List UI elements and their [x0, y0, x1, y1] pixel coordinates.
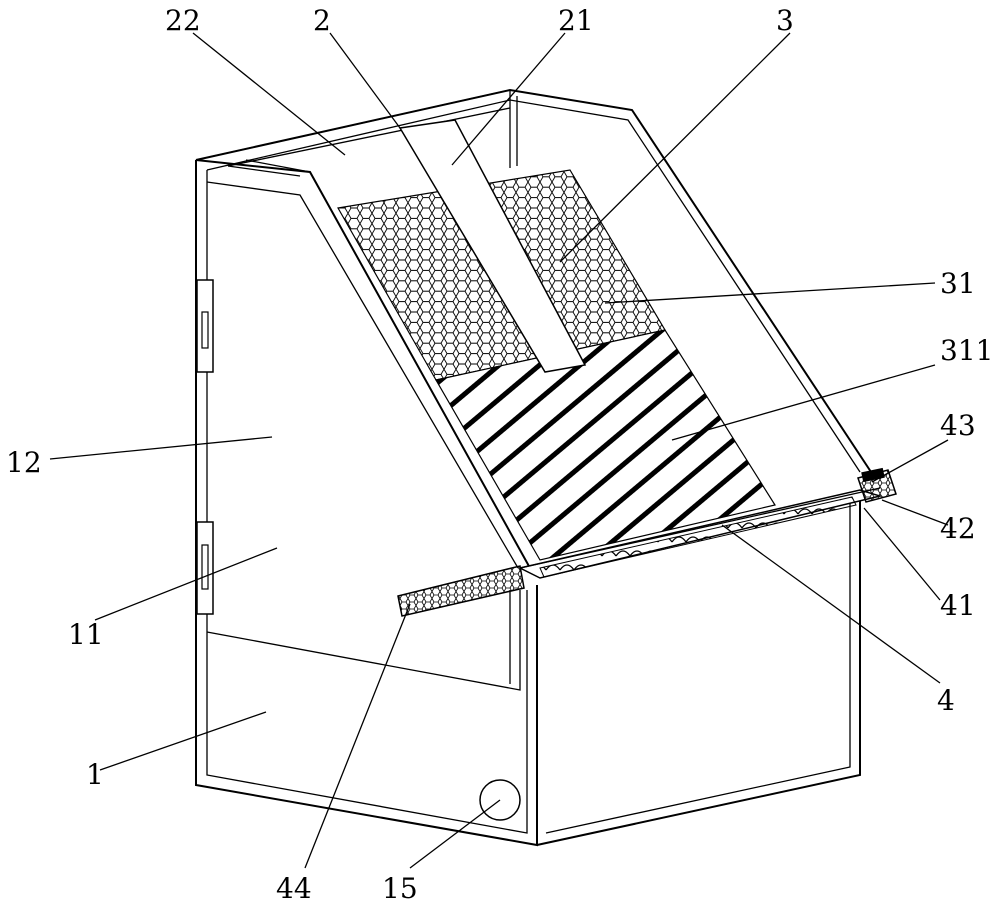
label-41: 41	[940, 589, 976, 622]
hinge-upper	[196, 279, 214, 373]
reference-labels: 22 2 21 3 31 311 43 42 41 4 12 11 1 44 1…	[6, 4, 993, 905]
drive-motor	[857, 467, 897, 503]
label-44: 44	[276, 872, 312, 905]
label-21: 21	[558, 4, 594, 37]
label-22: 22	[165, 4, 201, 37]
label-311: 311	[940, 334, 993, 367]
label-11: 11	[68, 618, 104, 651]
label-4: 4	[937, 684, 955, 717]
screw-conveyor	[517, 487, 883, 579]
label-12: 12	[6, 446, 42, 479]
label-3: 3	[776, 4, 794, 37]
label-15: 15	[382, 872, 418, 905]
top-frame	[195, 89, 511, 177]
label-1: 1	[86, 758, 104, 791]
outlet-tube	[397, 565, 525, 617]
label-42: 42	[940, 512, 976, 545]
label-43: 43	[940, 409, 976, 442]
divider-bar	[398, 119, 587, 373]
hinge-lower	[196, 521, 214, 615]
label-31: 31	[940, 267, 976, 300]
label-2: 2	[313, 4, 331, 37]
striped-plate	[435, 329, 776, 561]
leader-lines	[49, 32, 949, 869]
